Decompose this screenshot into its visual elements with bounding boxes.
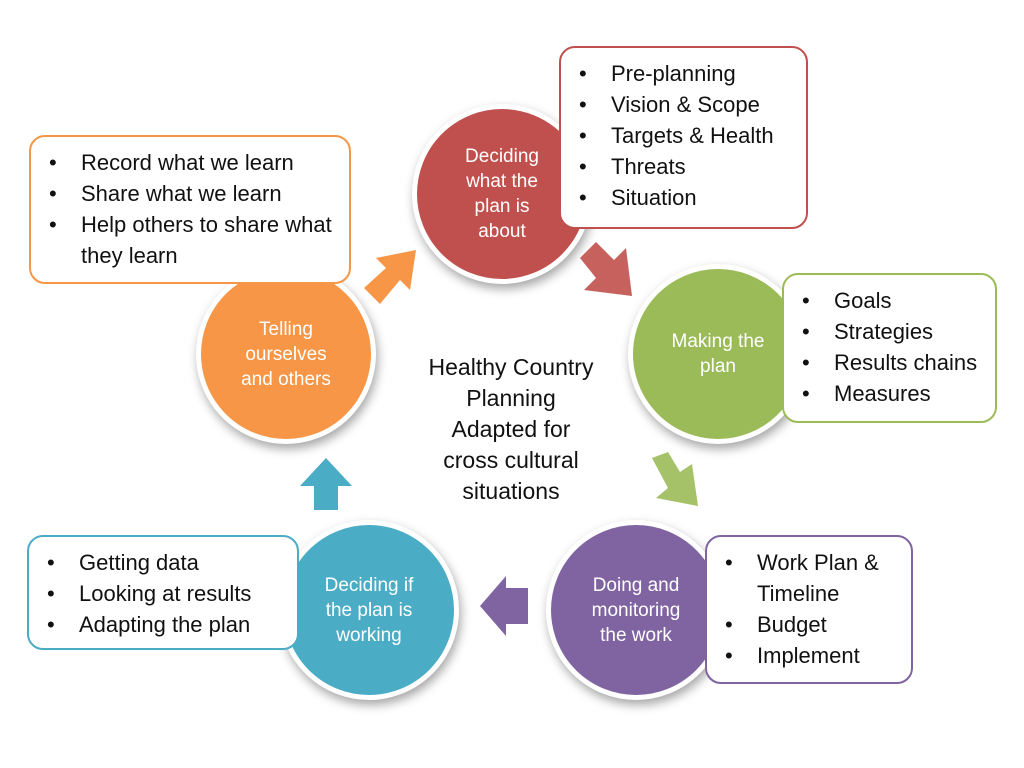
list-item: Strategies <box>798 316 983 347</box>
box-doing: Work Plan & Timeline Budget Implement <box>705 535 913 684</box>
arrow-to-doing-icon <box>652 452 698 506</box>
center-title: Healthy Country Planning Adapted for cro… <box>428 354 594 504</box>
list-item: Threats <box>575 151 794 182</box>
list-item: Implement <box>721 640 899 671</box>
circle-label: Making the plan <box>671 331 765 377</box>
list-item: Adapting the plan <box>43 609 285 640</box>
circle-making-the-plan: Making the plan <box>628 264 808 444</box>
box-making: Goals Strategies Results chains Measures <box>782 273 997 423</box>
circle-doing-and-monitoring: Doing and monitoring the work <box>546 520 726 700</box>
circle-deciding-if-working: Deciding if the plan is working <box>279 520 459 700</box>
list-item: Getting data <box>43 547 285 578</box>
circle-label: Doing and monitoring the work <box>591 574 681 646</box>
list-item: Looking at results <box>43 578 285 609</box>
list-item: Goals <box>798 285 983 316</box>
list-item: Vision & Scope <box>575 89 794 120</box>
list-item: Situation <box>575 182 794 213</box>
box-deciding-working: Getting data Looking at results Adapting… <box>27 535 299 650</box>
list-item: Share what we learn <box>45 178 337 209</box>
circle-label: Deciding if the plan is working <box>324 574 414 646</box>
circle-telling-ourselves-and-others: Telling ourselves and others <box>196 264 376 444</box>
list-item: Work Plan & Timeline <box>721 547 899 609</box>
list-item: Targets & Health <box>575 120 794 151</box>
box-telling: Record what we learn Share what we learn… <box>29 135 351 284</box>
list-item: Pre-planning <box>575 58 794 89</box>
list-item: Record what we learn <box>45 147 337 178</box>
list-item: Results chains <box>798 347 983 378</box>
list-item: Measures <box>798 378 983 409</box>
arrow-to-deciding-working-icon <box>480 576 528 636</box>
arrow-to-making-icon <box>580 242 632 296</box>
box-deciding-about: Pre-planning Vision & Scope Targets & He… <box>559 46 808 229</box>
circle-label: Deciding what the plan is about <box>465 146 539 242</box>
arrow-to-deciding-about-icon <box>364 250 416 304</box>
arrow-to-telling-icon <box>300 458 352 510</box>
list-item: Budget <box>721 609 899 640</box>
circle-label: Telling ourselves and others <box>241 318 331 390</box>
list-item: Help others to share what they learn <box>45 209 337 271</box>
